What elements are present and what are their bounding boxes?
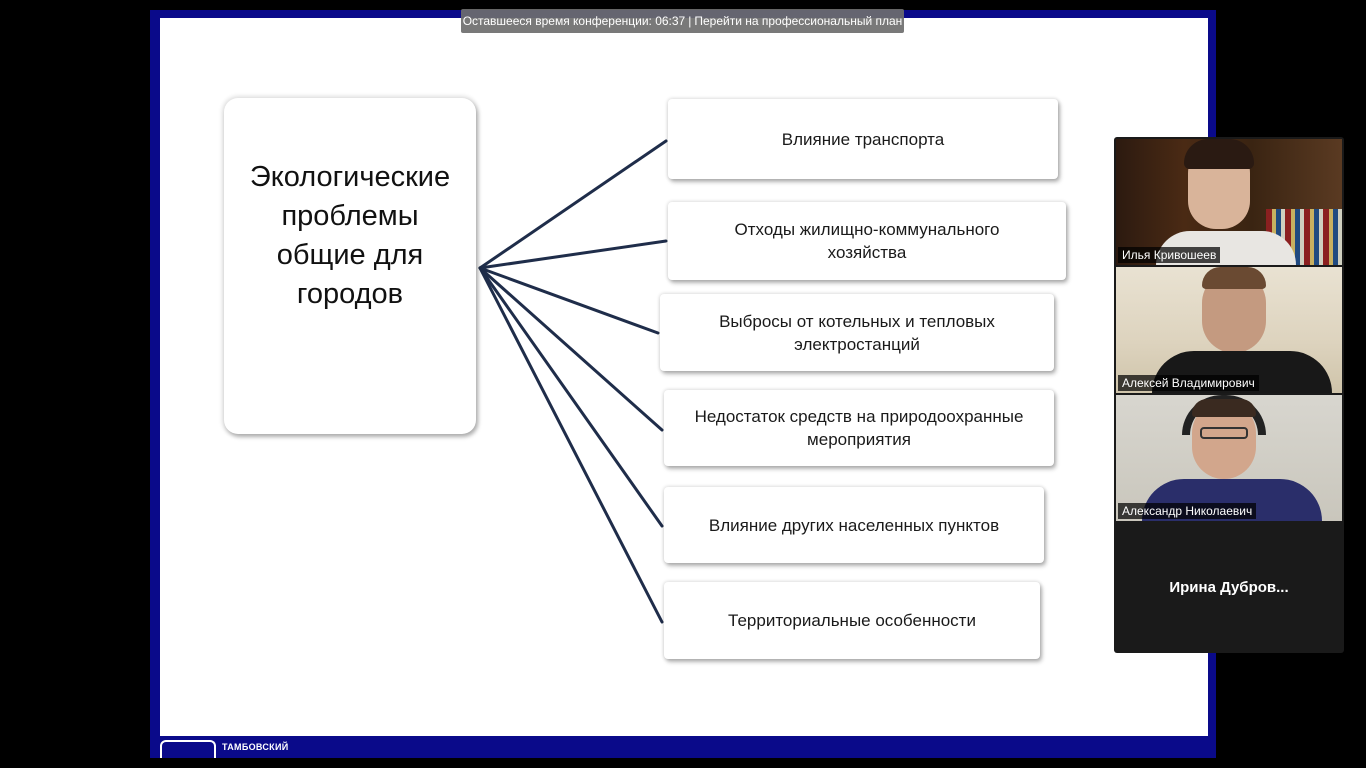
connector-line-2 bbox=[478, 239, 668, 270]
participant-name-large: Ирина Дубров... bbox=[1169, 578, 1289, 596]
remaining-time-text: Оставшееся время конференции: 06:37 bbox=[462, 14, 686, 28]
main-title-line: Экологические bbox=[249, 161, 451, 193]
glasses-icon bbox=[1200, 427, 1248, 439]
participants-panel[interactable]: Илья Кривошеев Алексей Владимирович Алек… bbox=[1114, 137, 1344, 653]
topic-item-other-settlements: Влияние других населенных пунктов bbox=[664, 487, 1044, 563]
conference-time-banner: Оставшееся время конференции: 06:37 | Пе… bbox=[461, 9, 904, 33]
topic-item-funding: Недостаток средств на природоохранные ме… bbox=[664, 390, 1054, 466]
topic-item-territorial: Территориальные особенности bbox=[664, 582, 1040, 659]
person-hair bbox=[1184, 139, 1254, 169]
connector-line-3 bbox=[478, 266, 660, 335]
video-tile-participant-2[interactable]: Алексей Владимирович bbox=[1116, 267, 1342, 393]
main-title-line: проблемы bbox=[281, 200, 419, 232]
footer-text: ТАМБОВСКИЙ bbox=[222, 742, 289, 752]
main-title-line: городов bbox=[296, 278, 404, 310]
topic-item-transport: Влияние транспорта bbox=[668, 99, 1058, 179]
topic-item-label: Влияние транспорта bbox=[781, 129, 945, 149]
banner-separator: | bbox=[688, 14, 692, 28]
topic-item-housing-waste: Отходы жилищно-коммунального хозяйства bbox=[668, 202, 1066, 280]
topic-item-label: Выбросы от котельных и тепловых электрос… bbox=[719, 311, 995, 354]
topic-item-label: Недостаток средств на природоохранные ме… bbox=[694, 407, 1024, 449]
main-title-line: общие для bbox=[276, 239, 424, 271]
video-tile-participant-4[interactable]: Ирина Дубров... bbox=[1116, 523, 1342, 651]
participant-name: Илья Кривошеев bbox=[1118, 247, 1221, 263]
connector-line-4 bbox=[478, 266, 664, 432]
topic-item-label: Отходы жилищно-коммунального хозяйства bbox=[734, 220, 1000, 262]
topic-item-label: Территориальные особенности bbox=[728, 611, 976, 630]
video-tile-participant-3[interactable]: Александр Николаевич bbox=[1116, 395, 1342, 521]
person-hair bbox=[1202, 267, 1266, 289]
university-logo-icon bbox=[160, 740, 216, 758]
main-topic-box: Экологические проблемы общие для городов bbox=[224, 98, 476, 434]
main-topic-title: Экологические проблемы общие для городов bbox=[244, 158, 456, 314]
upgrade-plan-link[interactable]: Перейти на профессиональный план bbox=[694, 14, 903, 28]
participant-name: Алексей Владимирович bbox=[1118, 375, 1259, 391]
person-hair bbox=[1192, 399, 1256, 417]
connector-line-5 bbox=[478, 266, 664, 528]
topic-item-emissions: Выбросы от котельных и тепловых электрос… bbox=[660, 294, 1054, 371]
participant-name: Александр Николаевич bbox=[1118, 503, 1257, 519]
slide-footer: ТАМБОВСКИЙ bbox=[160, 738, 1208, 758]
connector-line-1 bbox=[478, 139, 668, 270]
topic-item-label: Влияние других населенных пунктов bbox=[708, 515, 1000, 535]
connector-line-6 bbox=[478, 266, 664, 624]
video-tile-participant-1[interactable]: Илья Кривошеев bbox=[1116, 139, 1342, 265]
